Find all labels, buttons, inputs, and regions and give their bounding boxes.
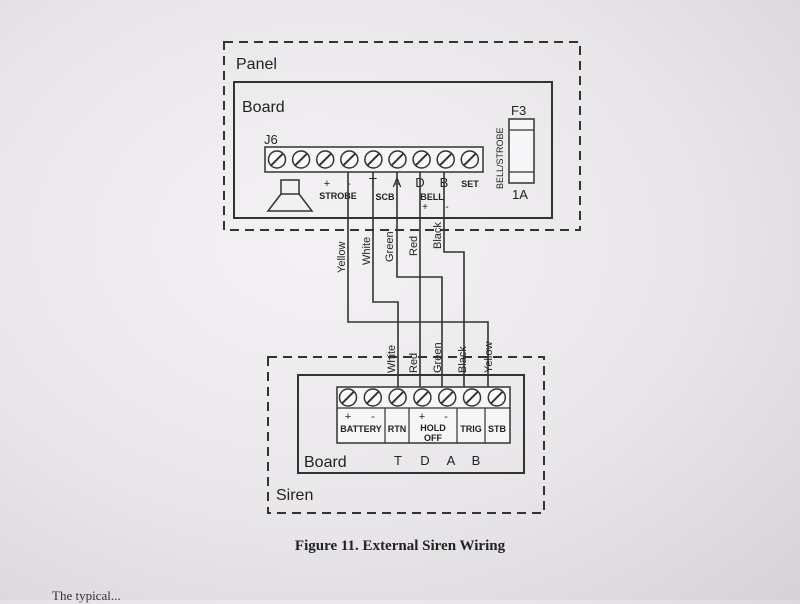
screw-terminal [487,388,507,407]
strobe-label: STROBE [319,191,357,201]
siren-terminal-block [336,386,511,444]
wire-bottom-label: Red [408,353,420,373]
scb-label: SCB [375,192,395,202]
stb-label: STB [488,424,507,434]
connector-j6-label: J6 [264,132,278,147]
siren-t-label: T [394,453,402,468]
screw-terminal [291,150,311,169]
strobe-plus-label: + [324,178,330,190]
hold-plus-label: + [419,411,425,423]
siren-boundary [267,356,545,514]
siren-label: Siren [276,487,313,504]
fuse-f3 [508,118,535,184]
siren-board [297,374,525,474]
battery-label: BATTERY [340,424,382,434]
screw-terminal [436,150,455,169]
panel-boundary [223,41,581,231]
screw-terminal [413,388,432,407]
hold-label: HOLD [420,423,446,433]
wiring [347,172,489,388]
screw-terminal [388,150,407,169]
battery-plus-label: + [345,411,351,423]
wire-top-label: Black [432,222,444,249]
wire-bottom-label: Yellow [483,342,495,373]
body-text: The typical... [52,588,121,603]
figure-caption: Figure 11. External Siren Wiring [294,538,506,554]
wire-bottom-label: White [386,345,398,373]
screw-terminal [363,388,383,407]
bell-minus-label: - [445,202,448,213]
fuse-label: BELL/STROBE [495,127,505,189]
panel-terminal-block [264,146,484,173]
panel-board [233,81,553,219]
panel-label: Panel [236,56,277,73]
siren-board-label: Board [304,454,347,471]
screw-terminal [388,388,407,407]
screw-terminal [460,150,480,169]
screw-terminal [315,150,335,169]
wire-yellow [347,172,489,388]
battery-minus-label: - [371,411,375,423]
wire-top-label: White [361,237,373,265]
siren-b-label: B [472,453,481,468]
bell-label: BELL [420,192,444,202]
trig-label: TRIG [460,424,482,434]
bell-plus-label: + [422,202,428,213]
screw-terminal [462,388,482,407]
panel-board-label: Board [242,99,285,116]
screw-terminal [364,150,383,169]
wire-top-label: Green [384,231,396,262]
hold-minus-label: - [444,411,448,423]
screw-terminal [412,150,431,169]
off-label: OFF [424,433,442,443]
wire-bottom-label: Black [457,346,469,373]
wire-black [443,172,465,388]
rtn-label: RTN [388,424,407,434]
screw-terminal [267,150,287,169]
screw-terminal [437,388,457,407]
wire-top-label: Yellow [336,242,348,273]
wire-white [372,172,399,388]
speaker-icon [266,179,314,212]
wire-top-label: Red [408,236,420,256]
screw-terminal [338,388,358,407]
fuse-rating: 1A [512,187,528,202]
set-label: SET [461,179,479,189]
siren-a-label: A [447,453,456,468]
fuse-name: F3 [511,103,526,118]
strobe-minus-label: - [347,178,351,190]
siren-d-label: D [420,453,429,468]
screw-terminal [340,150,359,169]
